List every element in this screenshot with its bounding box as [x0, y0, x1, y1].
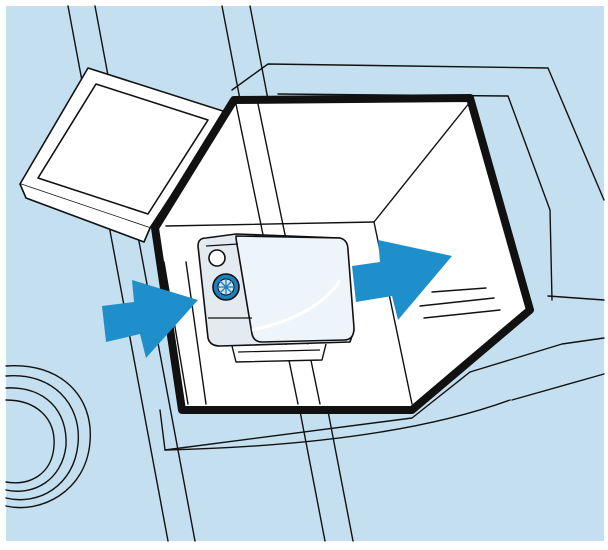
device-feet	[231, 343, 327, 363]
intake-arrow-icon	[102, 280, 198, 358]
fan-icon	[212, 273, 240, 301]
inner-edge-back-left	[165, 221, 375, 227]
device-front-panel	[235, 235, 355, 343]
inner-edge-top-right	[373, 101, 471, 223]
power-button-icon	[208, 249, 226, 267]
device-unit	[197, 233, 355, 363]
exhaust-arrow-icon	[352, 240, 452, 320]
open-lid	[19, 67, 227, 243]
curved-part	[5, 365, 91, 509]
